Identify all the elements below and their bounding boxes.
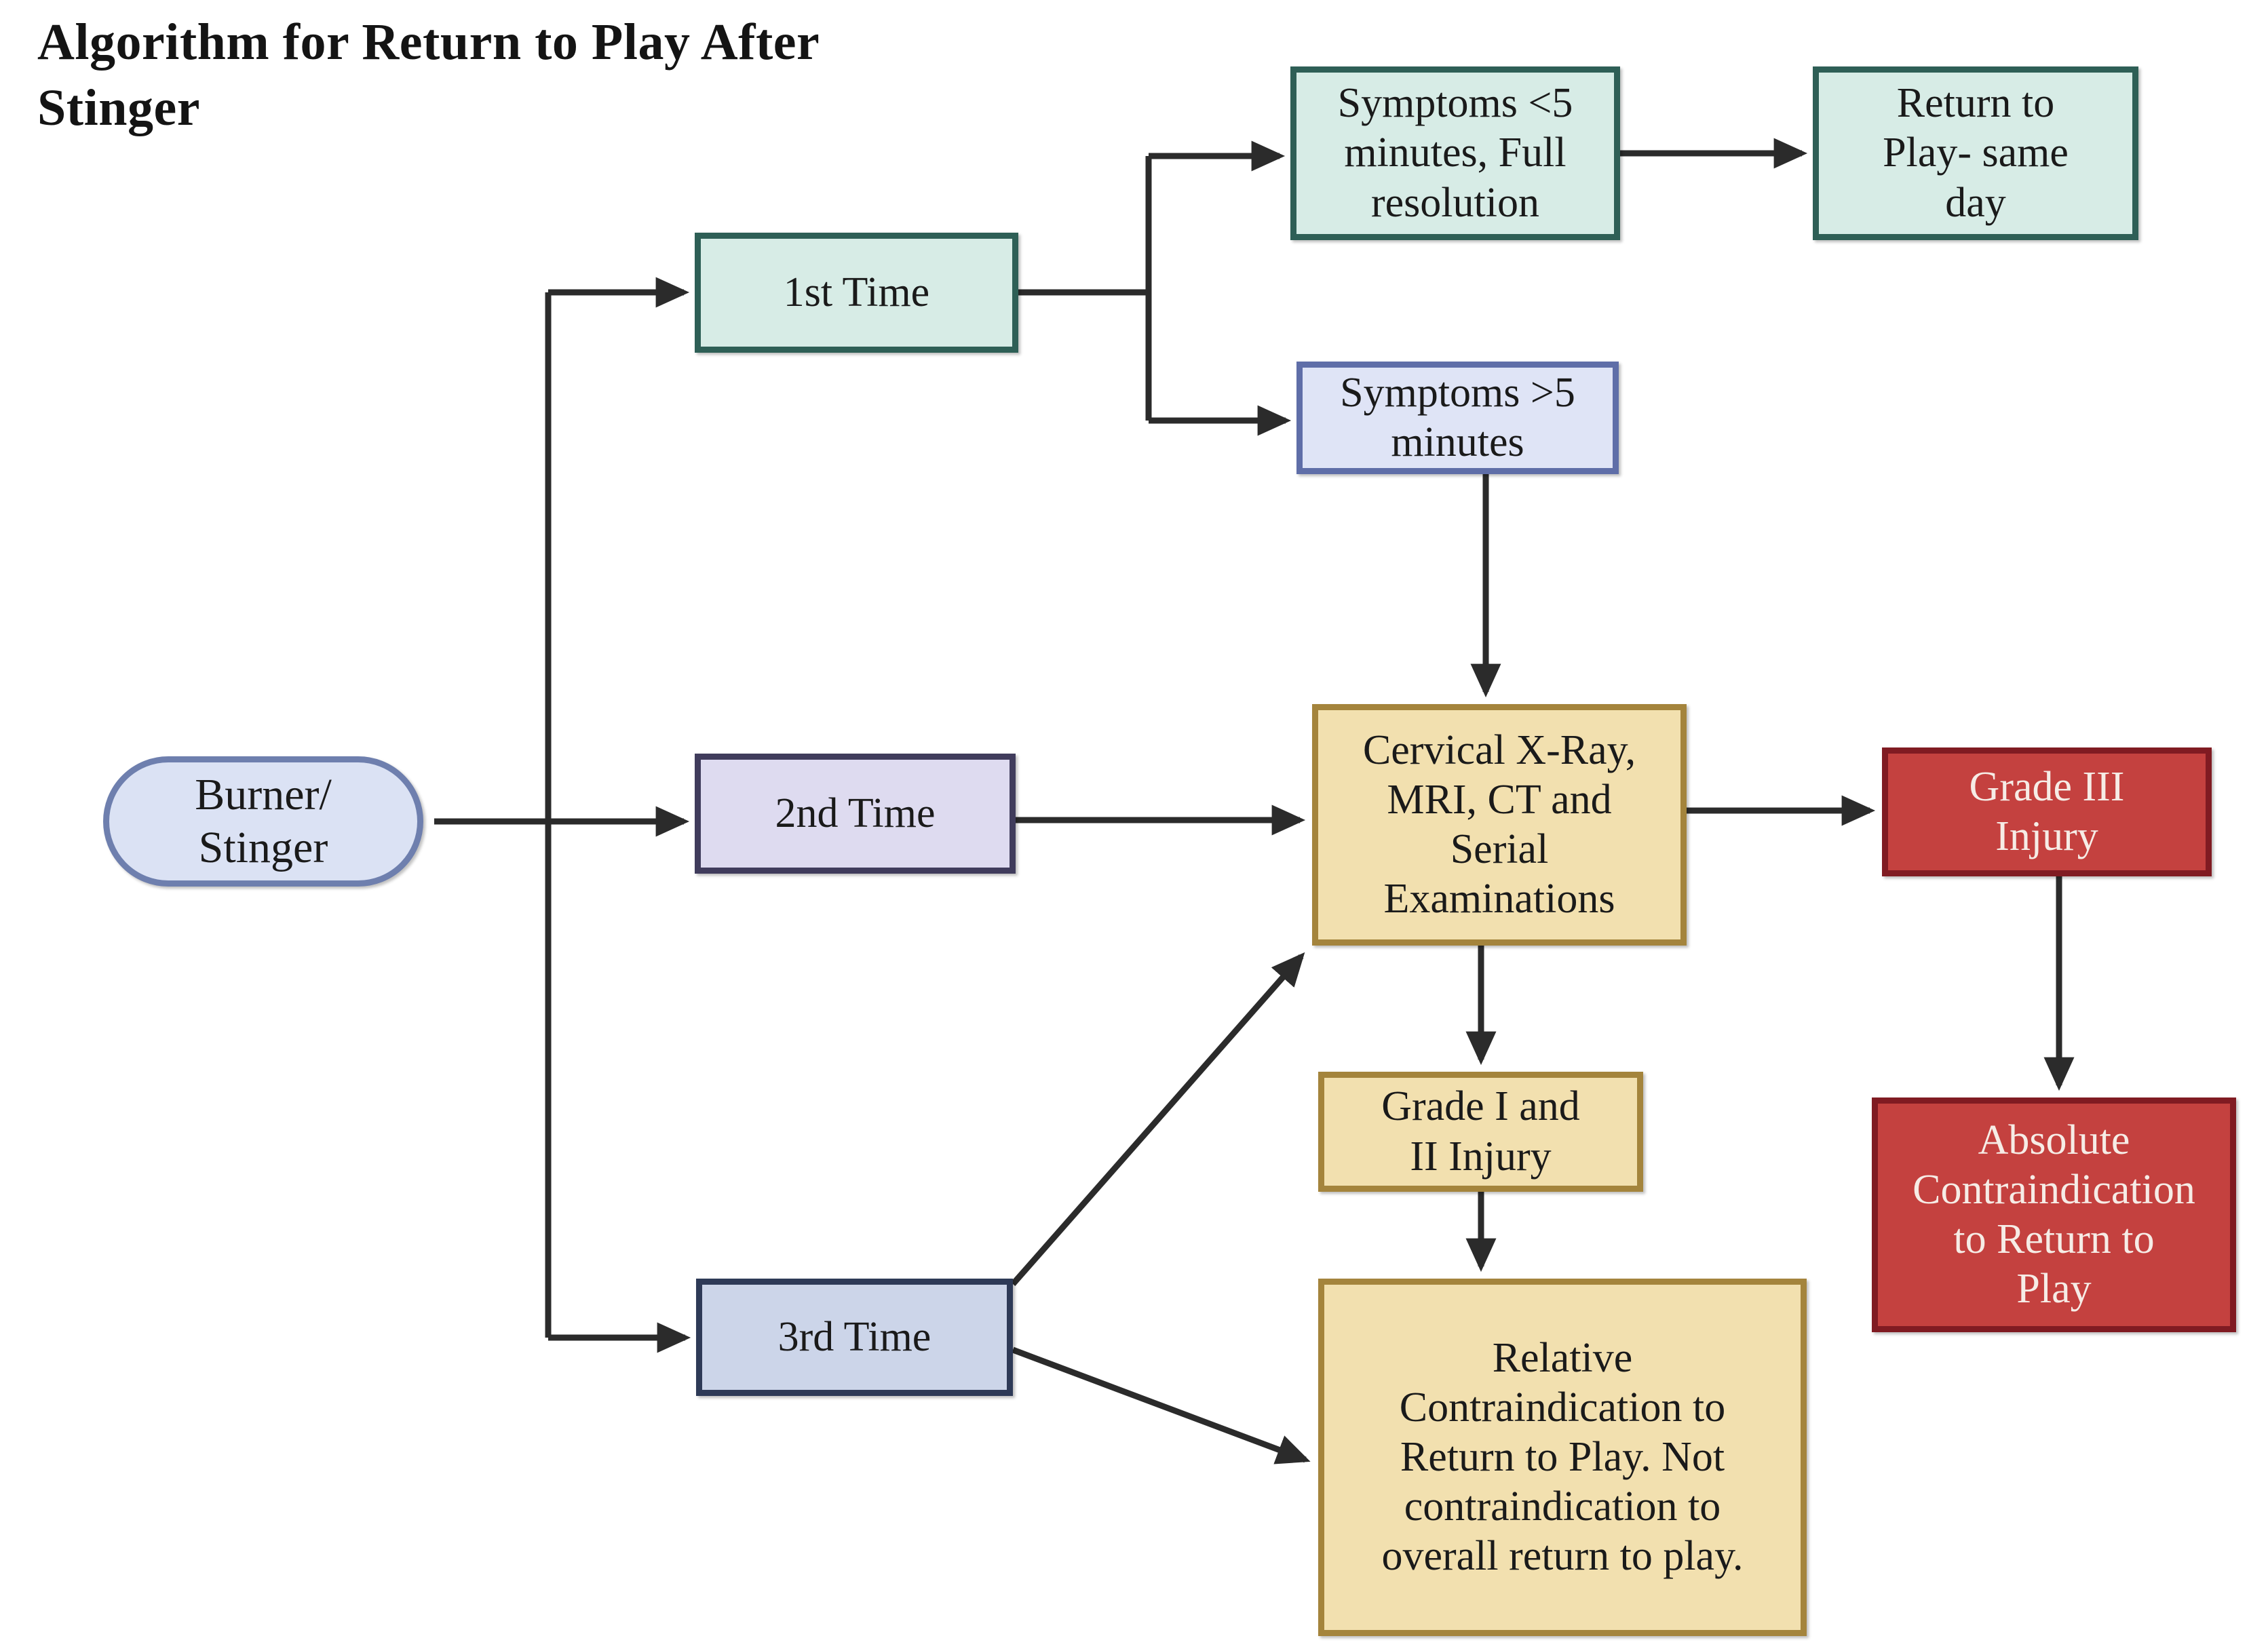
node-burner-stinger: Burner/ Stinger (103, 756, 423, 887)
page-title: Algorithm for Return to Play After Sting… (37, 14, 820, 137)
node-absolute-contraindication: Absolute Contraindication to Return to P… (1872, 1098, 2236, 1332)
node-burner-stinger-label: Burner/ Stinger (195, 770, 332, 872)
node-second-time-label: 2nd Time (775, 790, 936, 836)
node-grade-i-ii-injury: Grade I and II Injury (1318, 1072, 1643, 1192)
node-first-time: 1st Time (695, 233, 1018, 353)
node-second-time: 2nd Time (695, 754, 1016, 874)
node-symptoms-under-5: Symptoms <5 minutes, Full resolution (1290, 66, 1620, 240)
node-grade-iii-injury-label: Grade III Injury (1969, 763, 2125, 859)
node-symptoms-under-5-label: Symptoms <5 minutes, Full resolution (1337, 80, 1573, 226)
node-grade-i-ii-injury-label: Grade I and II Injury (1381, 1083, 1580, 1180)
node-return-to-play-same-day-label: Return to Play- same day (1883, 80, 2069, 226)
node-third-time-label: 3rd Time (777, 1313, 931, 1360)
node-symptoms-over-5-label: Symptoms >5 minutes (1340, 369, 1575, 465)
node-relative-contraindication: Relative Contraindication to Return to P… (1318, 1279, 1807, 1636)
node-relative-contraindication-label: Relative Contraindication to Return to P… (1381, 1334, 1744, 1580)
node-grade-iii-injury: Grade III Injury (1882, 747, 2212, 876)
edge-third-time-to-relative (1012, 1346, 1311, 1464)
node-absolute-contraindication-label: Absolute Contraindication to Return to P… (1913, 1116, 2195, 1313)
node-cervical-workup: Cervical X-Ray, MRI, CT and Serial Exami… (1312, 704, 1687, 946)
node-cervical-workup-label: Cervical X-Ray, MRI, CT and Serial Exami… (1362, 726, 1636, 922)
node-third-time: 3rd Time (696, 1279, 1013, 1396)
node-symptoms-over-5: Symptoms >5 minutes (1296, 362, 1619, 474)
node-first-time-label: 1st Time (783, 269, 930, 315)
edge-third-time-to-cervical (1010, 952, 1305, 1286)
node-return-to-play-same-day: Return to Play- same day (1813, 66, 2138, 240)
